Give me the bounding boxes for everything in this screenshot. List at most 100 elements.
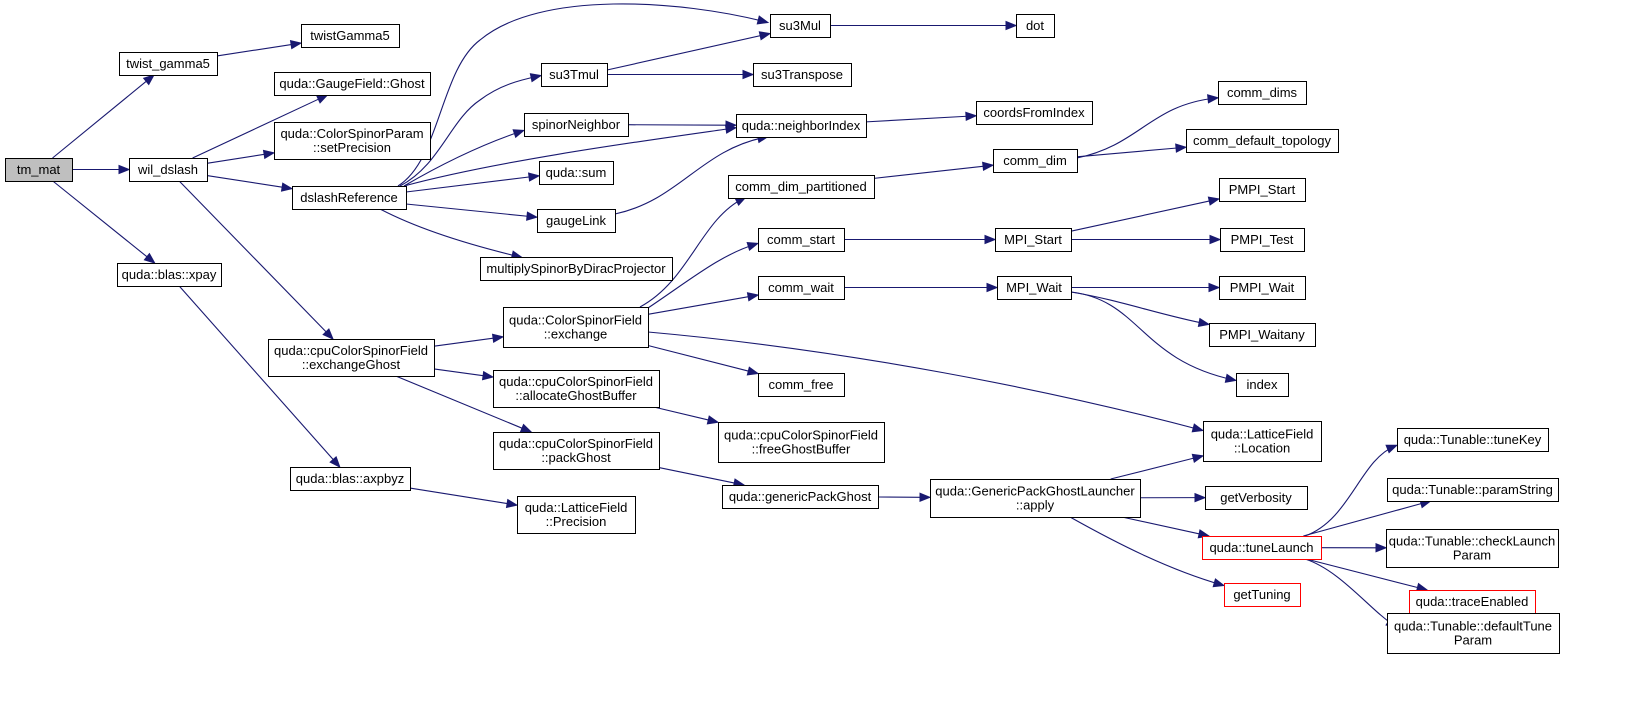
node-mpiWait[interactable]: MPI_Wait [997, 276, 1072, 300]
node-box [1186, 129, 1339, 153]
node-label: comm_dim_partitioned [735, 179, 867, 194]
node-box [1220, 228, 1305, 252]
node-label: quda::ColorSpinorField [509, 313, 642, 328]
node-allocateGhost[interactable]: quda::cpuColorSpinorField::allocateGhost… [493, 370, 660, 408]
edge-axpbyz-to-lfPrecision [409, 487, 519, 509]
node-box [753, 63, 852, 87]
node-xpay[interactable]: quda::blas::xpay [117, 263, 222, 287]
node-label: su3Tmul [549, 67, 599, 82]
node-label: comm_start [767, 232, 835, 247]
node-label: su3Transpose [761, 67, 843, 82]
node-genericPackGhost[interactable]: quda::genericPackGhost [722, 485, 879, 509]
node-box [722, 485, 879, 509]
node-getVerbosity[interactable]: getVerbosity [1205, 486, 1308, 510]
edge-mpiWait-to-index [1070, 291, 1238, 383]
node-box [997, 276, 1072, 300]
node-lfPrecision[interactable]: quda::LatticeField::Precision [517, 496, 636, 534]
node-qsum[interactable]: quda::sum [539, 161, 614, 185]
node-label: index [1246, 377, 1278, 392]
node-setPrecision[interactable]: quda::ColorSpinorParam::setPrecision [274, 122, 431, 160]
node-label: PMPI_Start [1229, 182, 1296, 197]
node-paramString[interactable]: quda::Tunable::paramString [1387, 478, 1559, 502]
node-commDefaultTopology[interactable]: comm_default_topology [1186, 129, 1339, 153]
node-box [728, 175, 875, 199]
node-twist_gamma5[interactable]: twist_gamma5 [119, 52, 218, 76]
node-twistGamma5[interactable]: twistGamma5 [301, 24, 400, 48]
node-commFree[interactable]: comm_free [758, 373, 845, 397]
node-su3Mul[interactable]: su3Mul [770, 14, 831, 38]
node-dot[interactable]: dot [1016, 14, 1055, 38]
node-label: getTuning [1233, 587, 1290, 602]
node-traceEnabled[interactable]: quda::traceEnabled [1409, 590, 1536, 614]
node-tuneKey[interactable]: quda::Tunable::tuneKey [1397, 428, 1549, 452]
node-label: wil_dslash [137, 162, 198, 177]
node-box [976, 101, 1093, 125]
nodes: tm_mattwist_gamma5twistGamma5wil_dslashq… [5, 14, 1560, 654]
node-box [292, 186, 407, 210]
node-commDims[interactable]: comm_dims [1218, 81, 1307, 105]
node-index[interactable]: index [1236, 373, 1289, 397]
node-label: Param [1453, 548, 1491, 563]
node-label: quda::cpuColorSpinorField [724, 428, 878, 443]
node-pmpiStart[interactable]: PMPI_Start [1219, 178, 1306, 202]
edge-launcherApply-to-tuneLaunch [1121, 516, 1211, 539]
node-commWait[interactable]: comm_wait [758, 276, 845, 300]
node-box [503, 307, 649, 348]
node-label: quda::LatticeField [1211, 427, 1314, 442]
edge-spinorNeighbor-to-neighborIndex [627, 120, 738, 130]
edge-exchange-to-lfLocation [647, 331, 1205, 433]
node-commDim[interactable]: comm_dim [993, 149, 1078, 173]
node-pmpiWait[interactable]: PMPI_Wait [1219, 276, 1306, 300]
node-commStart[interactable]: comm_start [758, 228, 845, 252]
node-launcherApply[interactable]: quda::GenericPackGhostLauncher::apply [930, 479, 1141, 518]
node-pmpiWaitany[interactable]: PMPI_Waitany [1209, 323, 1316, 347]
node-label: quda::Tunable::checkLaunch [1389, 534, 1555, 549]
node-label: PMPI_Test [1231, 232, 1294, 247]
node-su3Tmul[interactable]: su3Tmul [541, 63, 608, 87]
node-label: spinorNeighbor [532, 117, 621, 132]
node-commDimPartitioned[interactable]: comm_dim_partitioned [728, 175, 875, 199]
node-label: quda::genericPackGhost [729, 489, 872, 504]
node-label: quda::ColorSpinorParam [280, 126, 423, 141]
node-lfLocation[interactable]: quda::LatticeField::Location [1203, 421, 1322, 462]
node-label: PMPI_Wait [1230, 280, 1295, 295]
node-packGhost[interactable]: quda::cpuColorSpinorField::packGhost [493, 432, 660, 470]
node-box [1218, 81, 1307, 105]
edge-mpiWait-to-pmpiWaitany [1070, 291, 1211, 328]
node-mpiStart[interactable]: MPI_Start [995, 228, 1072, 252]
node-ghost[interactable]: quda::GaugeField::Ghost [274, 72, 431, 96]
edges [52, 3, 1432, 628]
edge-tuneLaunch-to-defaultTuneParam [1304, 558, 1398, 628]
node-box [480, 257, 673, 281]
node-box [268, 339, 435, 377]
node-label: quda::traceEnabled [1416, 594, 1529, 609]
node-multiply[interactable]: multiplySpinorByDiracProjector [480, 257, 673, 281]
node-box [1386, 529, 1559, 568]
edge-neighborIndex-to-coordsFromIndex [865, 111, 978, 123]
node-gaugeLink[interactable]: gaugeLink [537, 209, 616, 233]
node-label: comm_free [768, 377, 833, 392]
node-box [517, 496, 636, 534]
node-neighborIndex[interactable]: quda::neighborIndex [736, 114, 867, 138]
node-coordsFromIndex[interactable]: coordsFromIndex [976, 101, 1093, 125]
node-tm_mat[interactable]: tm_mat [5, 158, 73, 182]
node-spinorNeighbor[interactable]: spinorNeighbor [524, 113, 629, 137]
node-axpbyz[interactable]: quda::blas::axpbyz [290, 467, 411, 491]
edge-tm_mat-to-xpay [52, 180, 156, 264]
node-dslashReference[interactable]: dslashReference [292, 186, 407, 210]
edge-launcherApply-to-getTuning [1069, 516, 1226, 588]
node-label: quda::GenericPackGhostLauncher [935, 484, 1135, 499]
node-tuneLaunch[interactable]: quda::tuneLaunch [1202, 536, 1322, 560]
node-label: gaugeLink [546, 213, 606, 228]
node-su3Transpose[interactable]: su3Transpose [753, 63, 852, 87]
edge-commDimPartitioned-to-commDim [873, 161, 995, 179]
node-exchange[interactable]: quda::ColorSpinorField::exchange [503, 307, 649, 348]
node-getTuning[interactable]: getTuning [1224, 583, 1301, 607]
edge-su3Tmul-to-su3Mul [606, 31, 772, 71]
node-wil_dslash[interactable]: wil_dslash [129, 158, 208, 182]
node-pmpiTest[interactable]: PMPI_Test [1220, 228, 1305, 252]
node-exchangeGhost[interactable]: quda::cpuColorSpinorField::exchangeGhost [268, 339, 435, 377]
node-freeGhost[interactable]: quda::cpuColorSpinorField::freeGhostBuff… [718, 422, 885, 463]
